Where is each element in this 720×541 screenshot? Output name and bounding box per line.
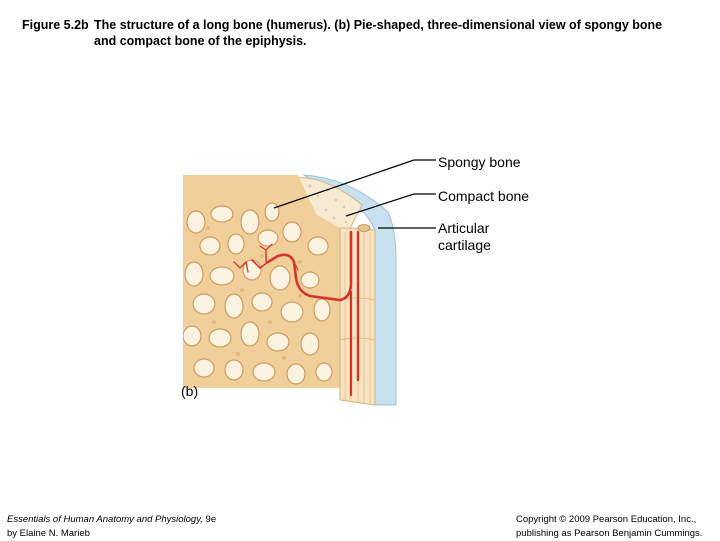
figure-number: Figure 5.2b: [22, 18, 89, 32]
footer-book-edition: 9e: [202, 514, 217, 525]
footer-copyright-line1: Copyright © 2009 Pearson Education, Inc.…: [516, 514, 697, 525]
leader-line-spongy-bone: [273, 159, 436, 209]
panel-label: (b): [181, 383, 199, 399]
footer-book-title: Essentials of Human Anatomy and Physiolo…: [7, 514, 203, 525]
figure-caption-text: The structure of a long bone (humerus). …: [94, 18, 663, 48]
footer-author: by Elaine N. Marieb: [7, 528, 90, 539]
label-articular-cartilage: Articular cartilage: [438, 220, 491, 254]
footer-book-title-line: Essentials of Human Anatomy and Physiolo…: [7, 513, 216, 527]
label-compact-bone: Compact bone: [438, 188, 530, 204]
leader-line-compact-bone: [345, 193, 436, 217]
footer-copyright-line2: publishing as Pearson Benjamin Cummings.: [516, 528, 703, 539]
label-spongy-bone: Spongy bone: [438, 154, 521, 170]
blood-vessels: [233, 230, 360, 397]
label-articular-cartilage-line2: cartilage: [438, 237, 491, 253]
figure-caption: Figure 5.2b The structure of a long bone…: [22, 17, 682, 49]
leader-lines: [273, 159, 436, 229]
footer-book-credit: Essentials of Human Anatomy and Physiolo…: [7, 513, 216, 541]
footer-copyright: Copyright © 2009 Pearson Education, Inc.…: [516, 513, 702, 541]
spongy-bone: [183, 175, 340, 388]
label-articular-cartilage-line1: Articular: [438, 220, 490, 236]
